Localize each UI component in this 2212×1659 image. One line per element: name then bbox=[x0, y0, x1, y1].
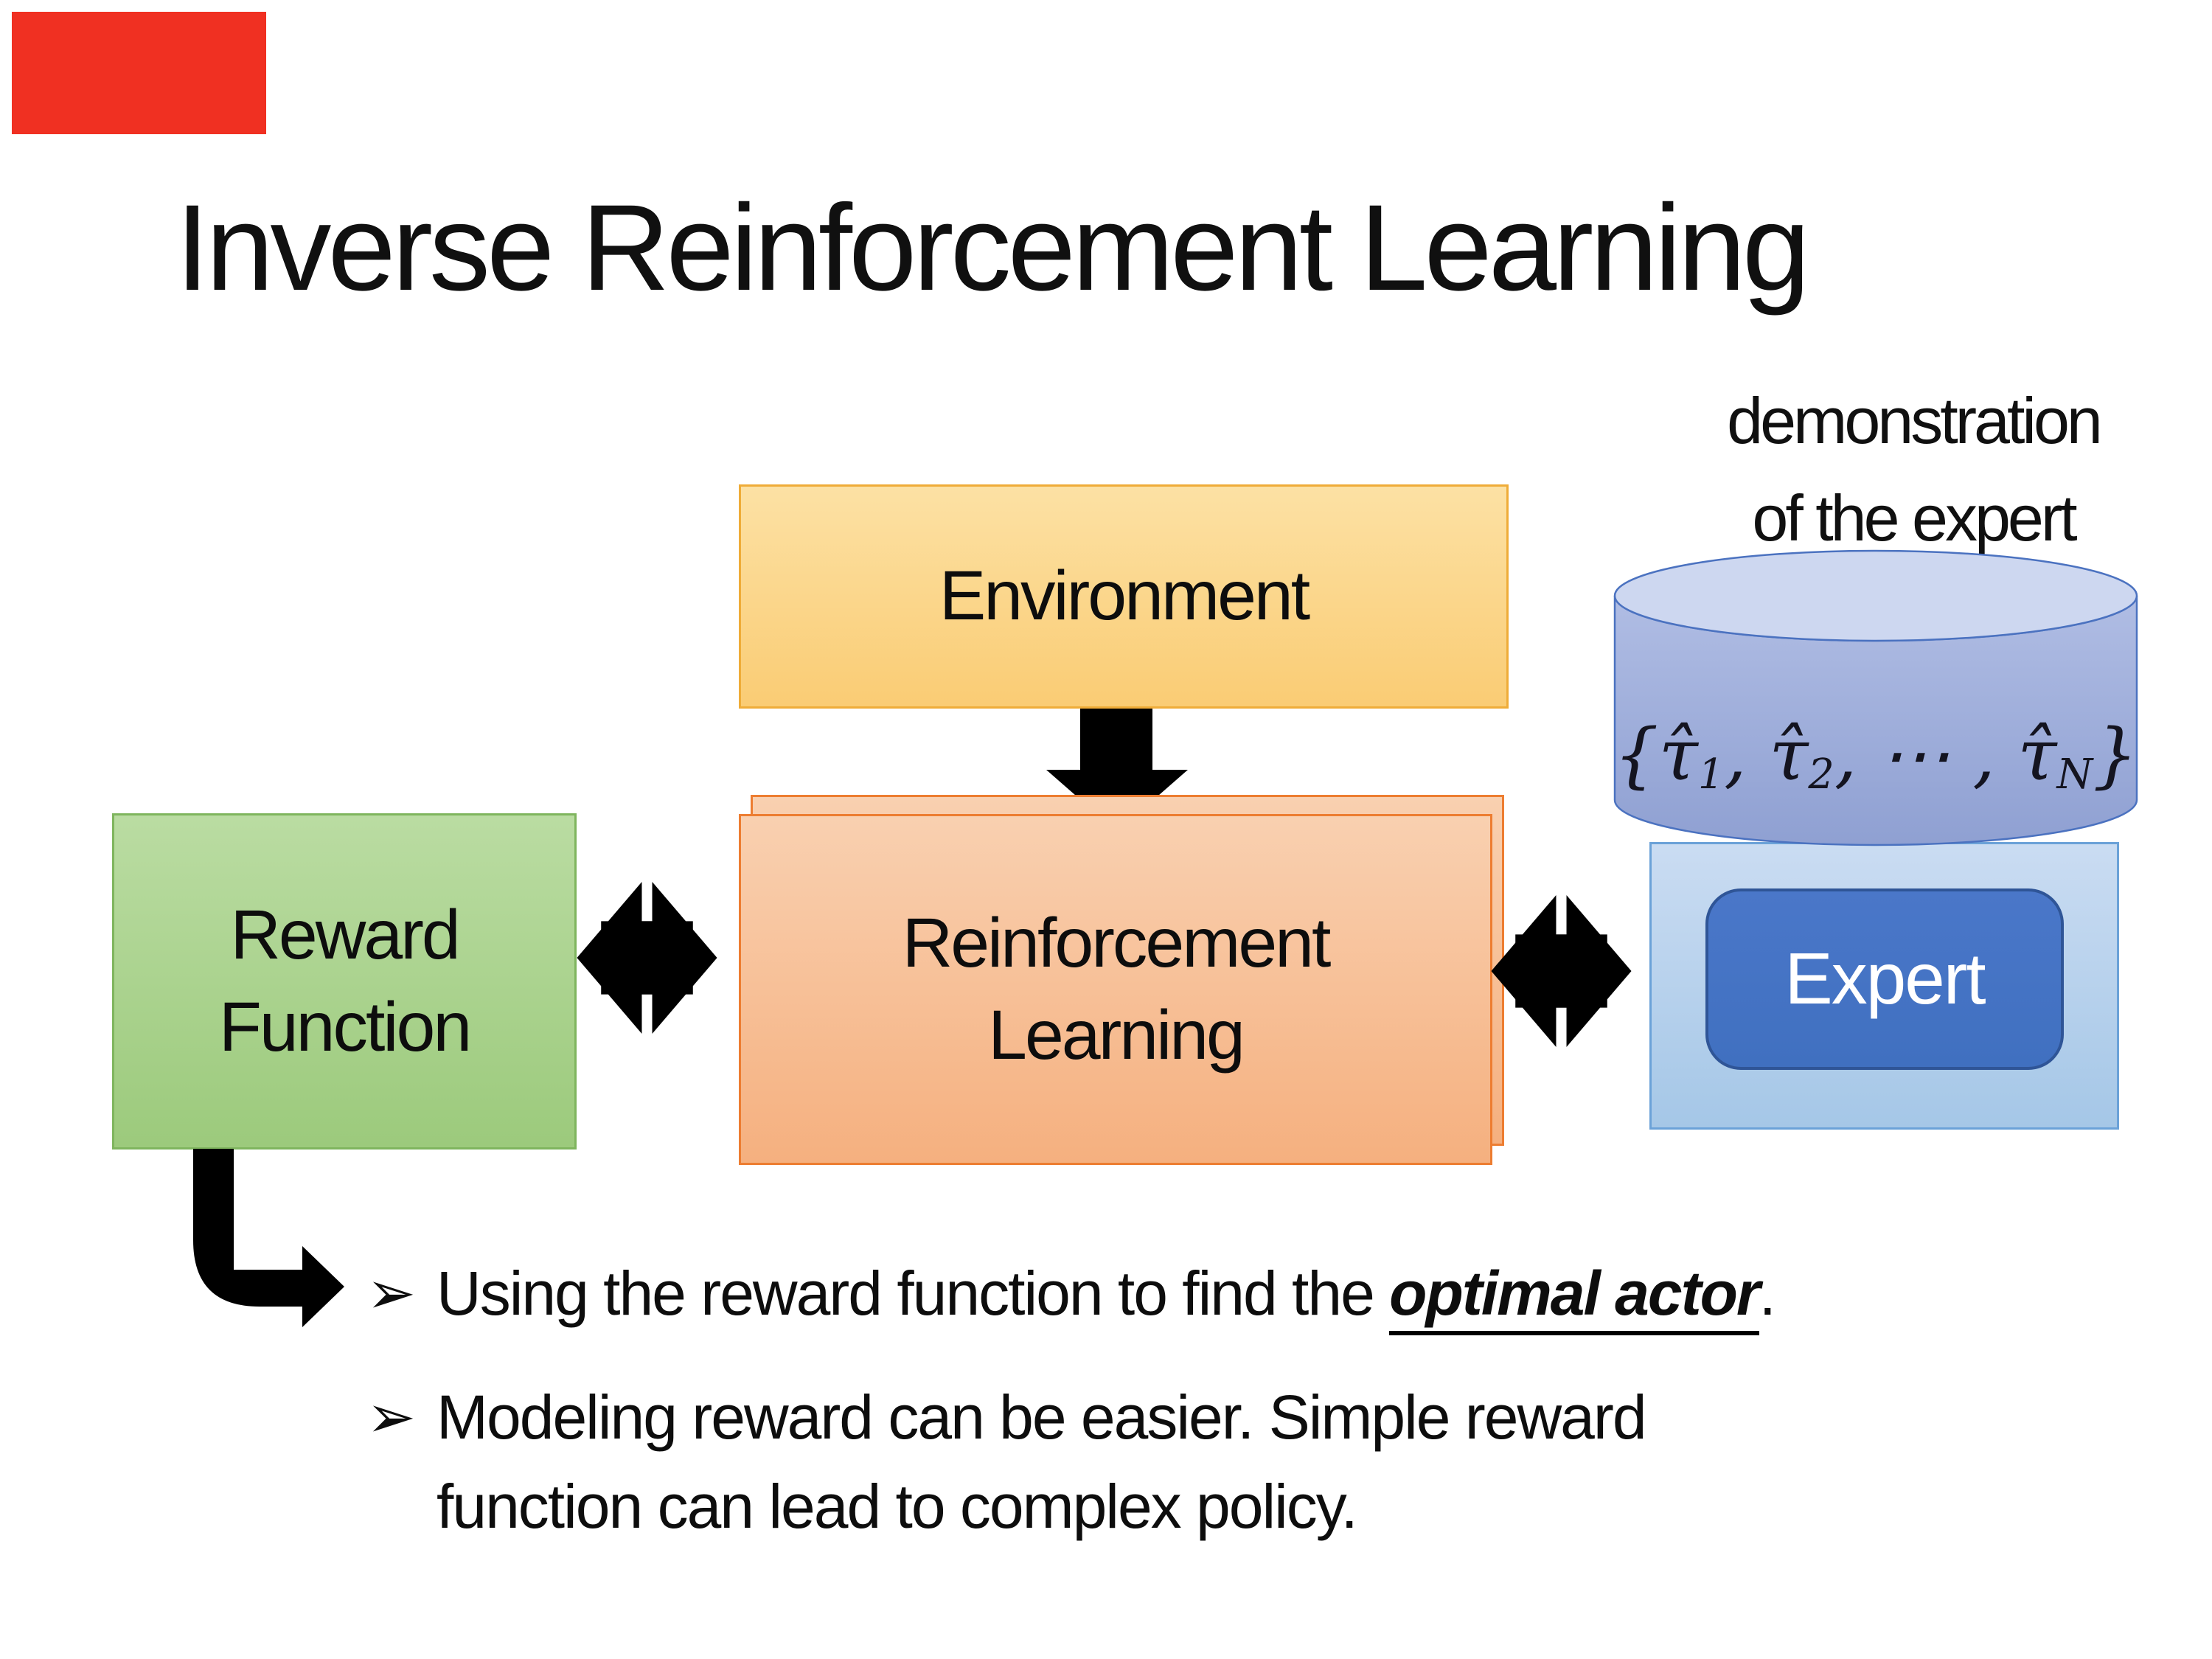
bullet-1-pre: Using the reward function to find the bbox=[437, 1259, 1390, 1328]
reward-function-label-line2: Function bbox=[218, 988, 472, 1066]
formula-comma1: , bbox=[1724, 714, 1770, 796]
page-title: Inverse Reinforcement Learning bbox=[175, 180, 1810, 316]
formula-close-brace: } bbox=[2093, 714, 2138, 796]
reinforcement-learning-label-line2: Learning bbox=[988, 996, 1245, 1074]
environment-box: Environment bbox=[739, 484, 1509, 709]
formula-tau1: τ̂ bbox=[1658, 714, 1698, 796]
demonstration-label: demonstration of the expert bbox=[1674, 372, 2153, 567]
bullet-arrow-icon: ➢ bbox=[366, 1260, 417, 1326]
trajectory-set-formula: {τ̂1, τ̂2, ⋯ , τ̂N} bbox=[1612, 714, 2140, 799]
formula-sub2: 2 bbox=[1808, 751, 1834, 799]
reinforcement-learning-box: Reinforcement Learning bbox=[739, 814, 1492, 1165]
rl-expert-double-arrow-icon bbox=[1491, 895, 1632, 1047]
bullet-item-1: ➢ Using the reward function to find the … bbox=[366, 1249, 2173, 1338]
bullet-1-post: . bbox=[1759, 1259, 1776, 1328]
bent-arrow-icon bbox=[193, 1149, 344, 1327]
bullet-1-text: Using the reward function to find the op… bbox=[437, 1249, 1776, 1338]
expert-label: Expert bbox=[1784, 938, 1986, 1020]
demonstration-label-line1: demonstration bbox=[1727, 384, 2103, 457]
formula-open-brace: { bbox=[1613, 714, 1659, 796]
recording-indicator-box bbox=[12, 12, 266, 134]
demonstration-label-line2: of the expert bbox=[1752, 481, 2077, 554]
bullet-item-2: ➢ Modeling reward can be easier. Simple … bbox=[366, 1373, 2173, 1551]
reward-function-box: Reward Function bbox=[112, 813, 577, 1150]
reward-rl-double-arrow-icon bbox=[577, 882, 717, 1034]
reinforcement-learning-label-line1: Reinforcement bbox=[902, 903, 1332, 982]
bullet-2-line2: function can lead to complex policy. bbox=[437, 1471, 1358, 1541]
demonstration-database-cylinder bbox=[1613, 549, 2138, 846]
expert-box: Expert bbox=[1705, 888, 2064, 1070]
formula-dots: , ⋯ , bbox=[1834, 714, 2018, 796]
formula-tauN: τ̂ bbox=[2017, 714, 2057, 796]
bullet-1-emphasis: optimal actor bbox=[1389, 1259, 1761, 1335]
bullet-2-line1: Modeling reward can be easier. Simple re… bbox=[437, 1382, 1647, 1452]
formula-tau2: τ̂ bbox=[1769, 714, 1809, 796]
reward-function-label-line1: Reward bbox=[230, 895, 460, 974]
environment-label: Environment bbox=[939, 557, 1310, 636]
formula-subN: N bbox=[2056, 751, 2093, 799]
bullet-2-text: Modeling reward can be easier. Simple re… bbox=[437, 1373, 1647, 1551]
formula-sub1: 1 bbox=[1697, 751, 1725, 799]
bullet-arrow-icon: ➢ bbox=[366, 1384, 417, 1450]
